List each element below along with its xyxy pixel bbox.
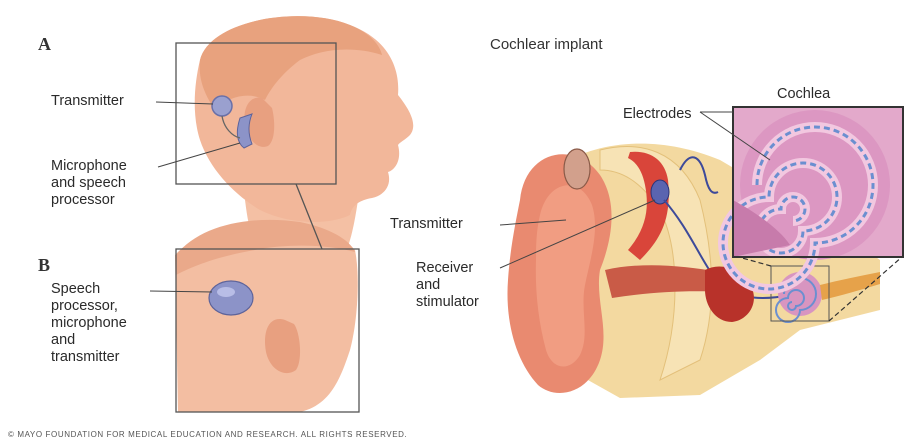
- copyright-footer: © MAYO FOUNDATION FOR MEDICAL EDUCATION …: [8, 430, 407, 439]
- panel-b-letter: B: [38, 255, 50, 276]
- microphone-processor-label: Microphone and speech processor: [51, 158, 127, 209]
- receiver-stimulator-label: Receiver and stimulator: [416, 260, 479, 311]
- transmitter-label-a: Transmitter: [51, 93, 124, 110]
- cochlea-label: Cochlea: [777, 86, 830, 103]
- speech-processor-device-icon: [209, 281, 253, 315]
- diagram-title: Cochlear implant: [490, 36, 603, 53]
- transmitter-label-ear: Transmitter: [390, 216, 463, 233]
- panel-a-letter: A: [38, 34, 51, 55]
- speech-processor-label: Speech processor, microphone and transmi…: [51, 281, 127, 366]
- external-transmitter-icon: [564, 149, 590, 189]
- transmitter-device-icon: [212, 96, 232, 116]
- electrodes-label: Electrodes: [623, 106, 692, 123]
